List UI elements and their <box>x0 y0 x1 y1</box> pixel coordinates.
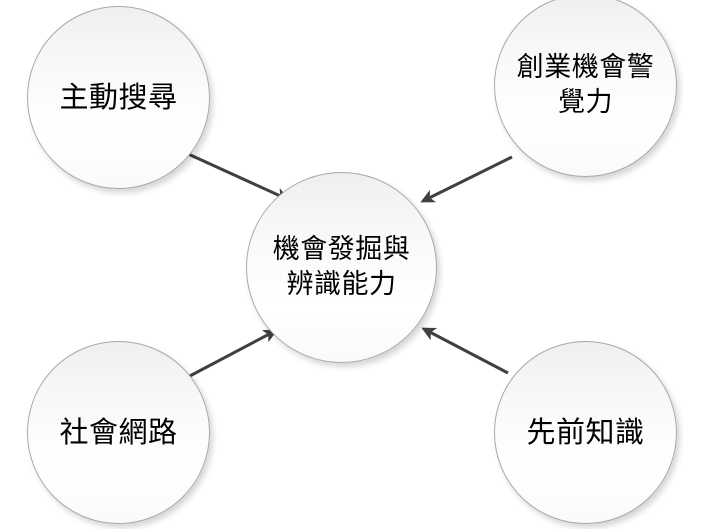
node-social-network[interactable]: 社會網路 <box>27 341 210 524</box>
node-core-capability[interactable]: 機會發掘與 辨識能力 <box>246 172 437 363</box>
node-core-capability-label: 機會發掘與 辨識能力 <box>272 234 411 300</box>
arrow-prior-knowledge-to-core <box>421 327 509 375</box>
node-active-search[interactable]: 主動搜尋 <box>27 6 210 189</box>
node-alertness[interactable]: 創業機會警 覺力 <box>494 0 677 177</box>
arrow-active-search-to-core <box>185 151 290 201</box>
node-active-search-label: 主動搜尋 <box>59 80 178 115</box>
node-alertness-label: 創業機會警 覺力 <box>516 52 655 118</box>
arrow-social-network-to-core <box>185 329 278 380</box>
node-social-network-label: 社會網路 <box>59 415 178 450</box>
arrow-alertness-to-core <box>420 155 513 203</box>
node-prior-knowledge[interactable]: 先前知識 <box>494 341 677 524</box>
node-prior-knowledge-label: 先前知識 <box>526 415 645 450</box>
